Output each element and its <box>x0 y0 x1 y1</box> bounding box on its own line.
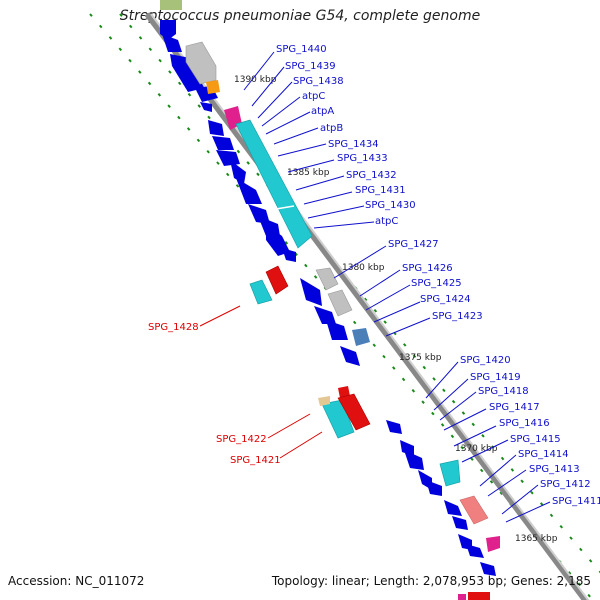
gene-label: atpA <box>311 106 334 117</box>
gene-block-cyan <box>249 279 273 305</box>
gene-block <box>340 346 360 366</box>
gene-label: SPG_1417 <box>489 402 540 413</box>
gene-label: SPG_1419 <box>470 372 521 383</box>
gene-block-steel <box>352 328 370 346</box>
gene-label: atpB <box>320 123 343 134</box>
gene-block <box>162 34 182 52</box>
kbp-label: 1385 kbp <box>287 168 330 178</box>
gene-block <box>404 450 424 470</box>
gene-label: SPG_1422 <box>216 434 267 445</box>
gene-label: SPG_1416 <box>499 418 550 429</box>
gene-block <box>236 178 262 204</box>
gene-label: SPG_1433 <box>337 153 388 164</box>
gene-label: SPG_1438 <box>293 76 344 87</box>
gene-label: SPG_1418 <box>478 386 529 397</box>
gene-label: SPG_1423 <box>432 311 483 322</box>
gene-block <box>266 224 290 256</box>
gene-block <box>216 150 240 166</box>
guide-line-inner <box>119 13 600 574</box>
gene-label: SPG_1432 <box>346 170 397 181</box>
gene-label: SPG_1426 <box>402 263 453 274</box>
gene-block <box>466 544 484 558</box>
red-gene-labels: SPG_1428 SPG_1422 SPG_1421 <box>148 322 281 466</box>
gene-label: SPG_1412 <box>540 479 591 490</box>
kbp-label: 1370 kbp <box>455 444 498 454</box>
gene-block <box>400 440 414 456</box>
gene-block <box>426 480 442 496</box>
kbp-labels: 1390 kbp 1385 kbp 1380 kbp 1375 kbp 1370… <box>234 75 558 544</box>
gene-block <box>300 278 322 306</box>
gene-block-bottom-partial <box>468 592 490 600</box>
gene-block-cyan <box>439 459 461 487</box>
gene-block-orange <box>206 80 220 94</box>
kbp-label: 1375 kbp <box>399 353 442 363</box>
gene-block <box>282 248 296 262</box>
gene-block <box>314 306 336 324</box>
gene-block <box>170 54 204 92</box>
map-title: Streptococcus pneumoniae G54, complete g… <box>119 8 481 24</box>
cyan-divider <box>269 205 295 211</box>
gene-block <box>327 289 353 317</box>
kbp-label: 1390 kbp <box>234 75 277 85</box>
gene-block-cyan <box>321 399 355 439</box>
gene-block <box>444 500 462 516</box>
accession-text: Accession: NC_011072 <box>8 574 145 588</box>
gene-block-red <box>338 386 350 398</box>
gene-block-tan <box>318 396 330 406</box>
gene-label: SPG_1424 <box>420 294 471 305</box>
gene-block-bottom-partial <box>458 594 466 600</box>
gene-label: SPG_1420 <box>460 355 511 366</box>
gene-block <box>480 562 496 576</box>
gene-label: SPG_1414 <box>518 449 569 460</box>
genome-backbone-highlight <box>150 13 590 600</box>
gene-block-cyan-long <box>235 119 313 249</box>
gene-label: atpC <box>375 216 398 227</box>
kbp-label: 1365 kbp <box>515 534 558 544</box>
gene-label: SPG_1440 <box>276 44 327 55</box>
gene-label: SPG_1434 <box>328 139 379 150</box>
blue-gene-blocks <box>160 20 496 576</box>
gene-label: SPG_1427 <box>388 239 439 250</box>
gene-label: SPG_1430 <box>365 200 416 211</box>
gene-block <box>326 320 348 340</box>
gene-label: SPG_1413 <box>529 464 580 475</box>
gene-block <box>200 102 212 112</box>
kbp-label: 1380 kbp <box>342 263 385 273</box>
gray-gene-blocks <box>185 41 353 317</box>
gene-block <box>208 120 224 136</box>
red-leader-lines <box>199 305 323 459</box>
gene-block-red <box>265 265 289 295</box>
gene-label: SPG_1428 <box>148 322 199 333</box>
gene-block <box>386 420 402 434</box>
gene-label: SPG_1431 <box>355 185 406 196</box>
blue-gene-labels: SPG_1440 SPG_1439 SPG_1438 atpC atpA atp… <box>276 44 600 507</box>
gene-label: SPG_1439 <box>285 61 336 72</box>
gene-label: atpC <box>302 91 325 102</box>
gene-block-red <box>337 393 371 431</box>
gene-block <box>452 516 468 530</box>
gene-label: SPG_1425 <box>411 278 462 289</box>
blue-leader-lines <box>243 51 551 523</box>
gene-label: SPG_1415 <box>510 434 561 445</box>
gene-block <box>315 267 339 291</box>
gene-block-pink <box>459 495 489 525</box>
gene-block-magenta <box>486 536 500 552</box>
gene-block <box>212 136 234 150</box>
gene-block <box>230 160 246 184</box>
gene-label: SPG_1421 <box>230 455 281 466</box>
genome-backbone <box>144 12 589 600</box>
gene-block <box>185 41 217 85</box>
feature-top-partial <box>160 0 182 10</box>
topology-text: Topology: linear; Length: 2,078,953 bp; … <box>271 574 591 588</box>
gene-label: SPG_1411 <box>552 496 600 507</box>
